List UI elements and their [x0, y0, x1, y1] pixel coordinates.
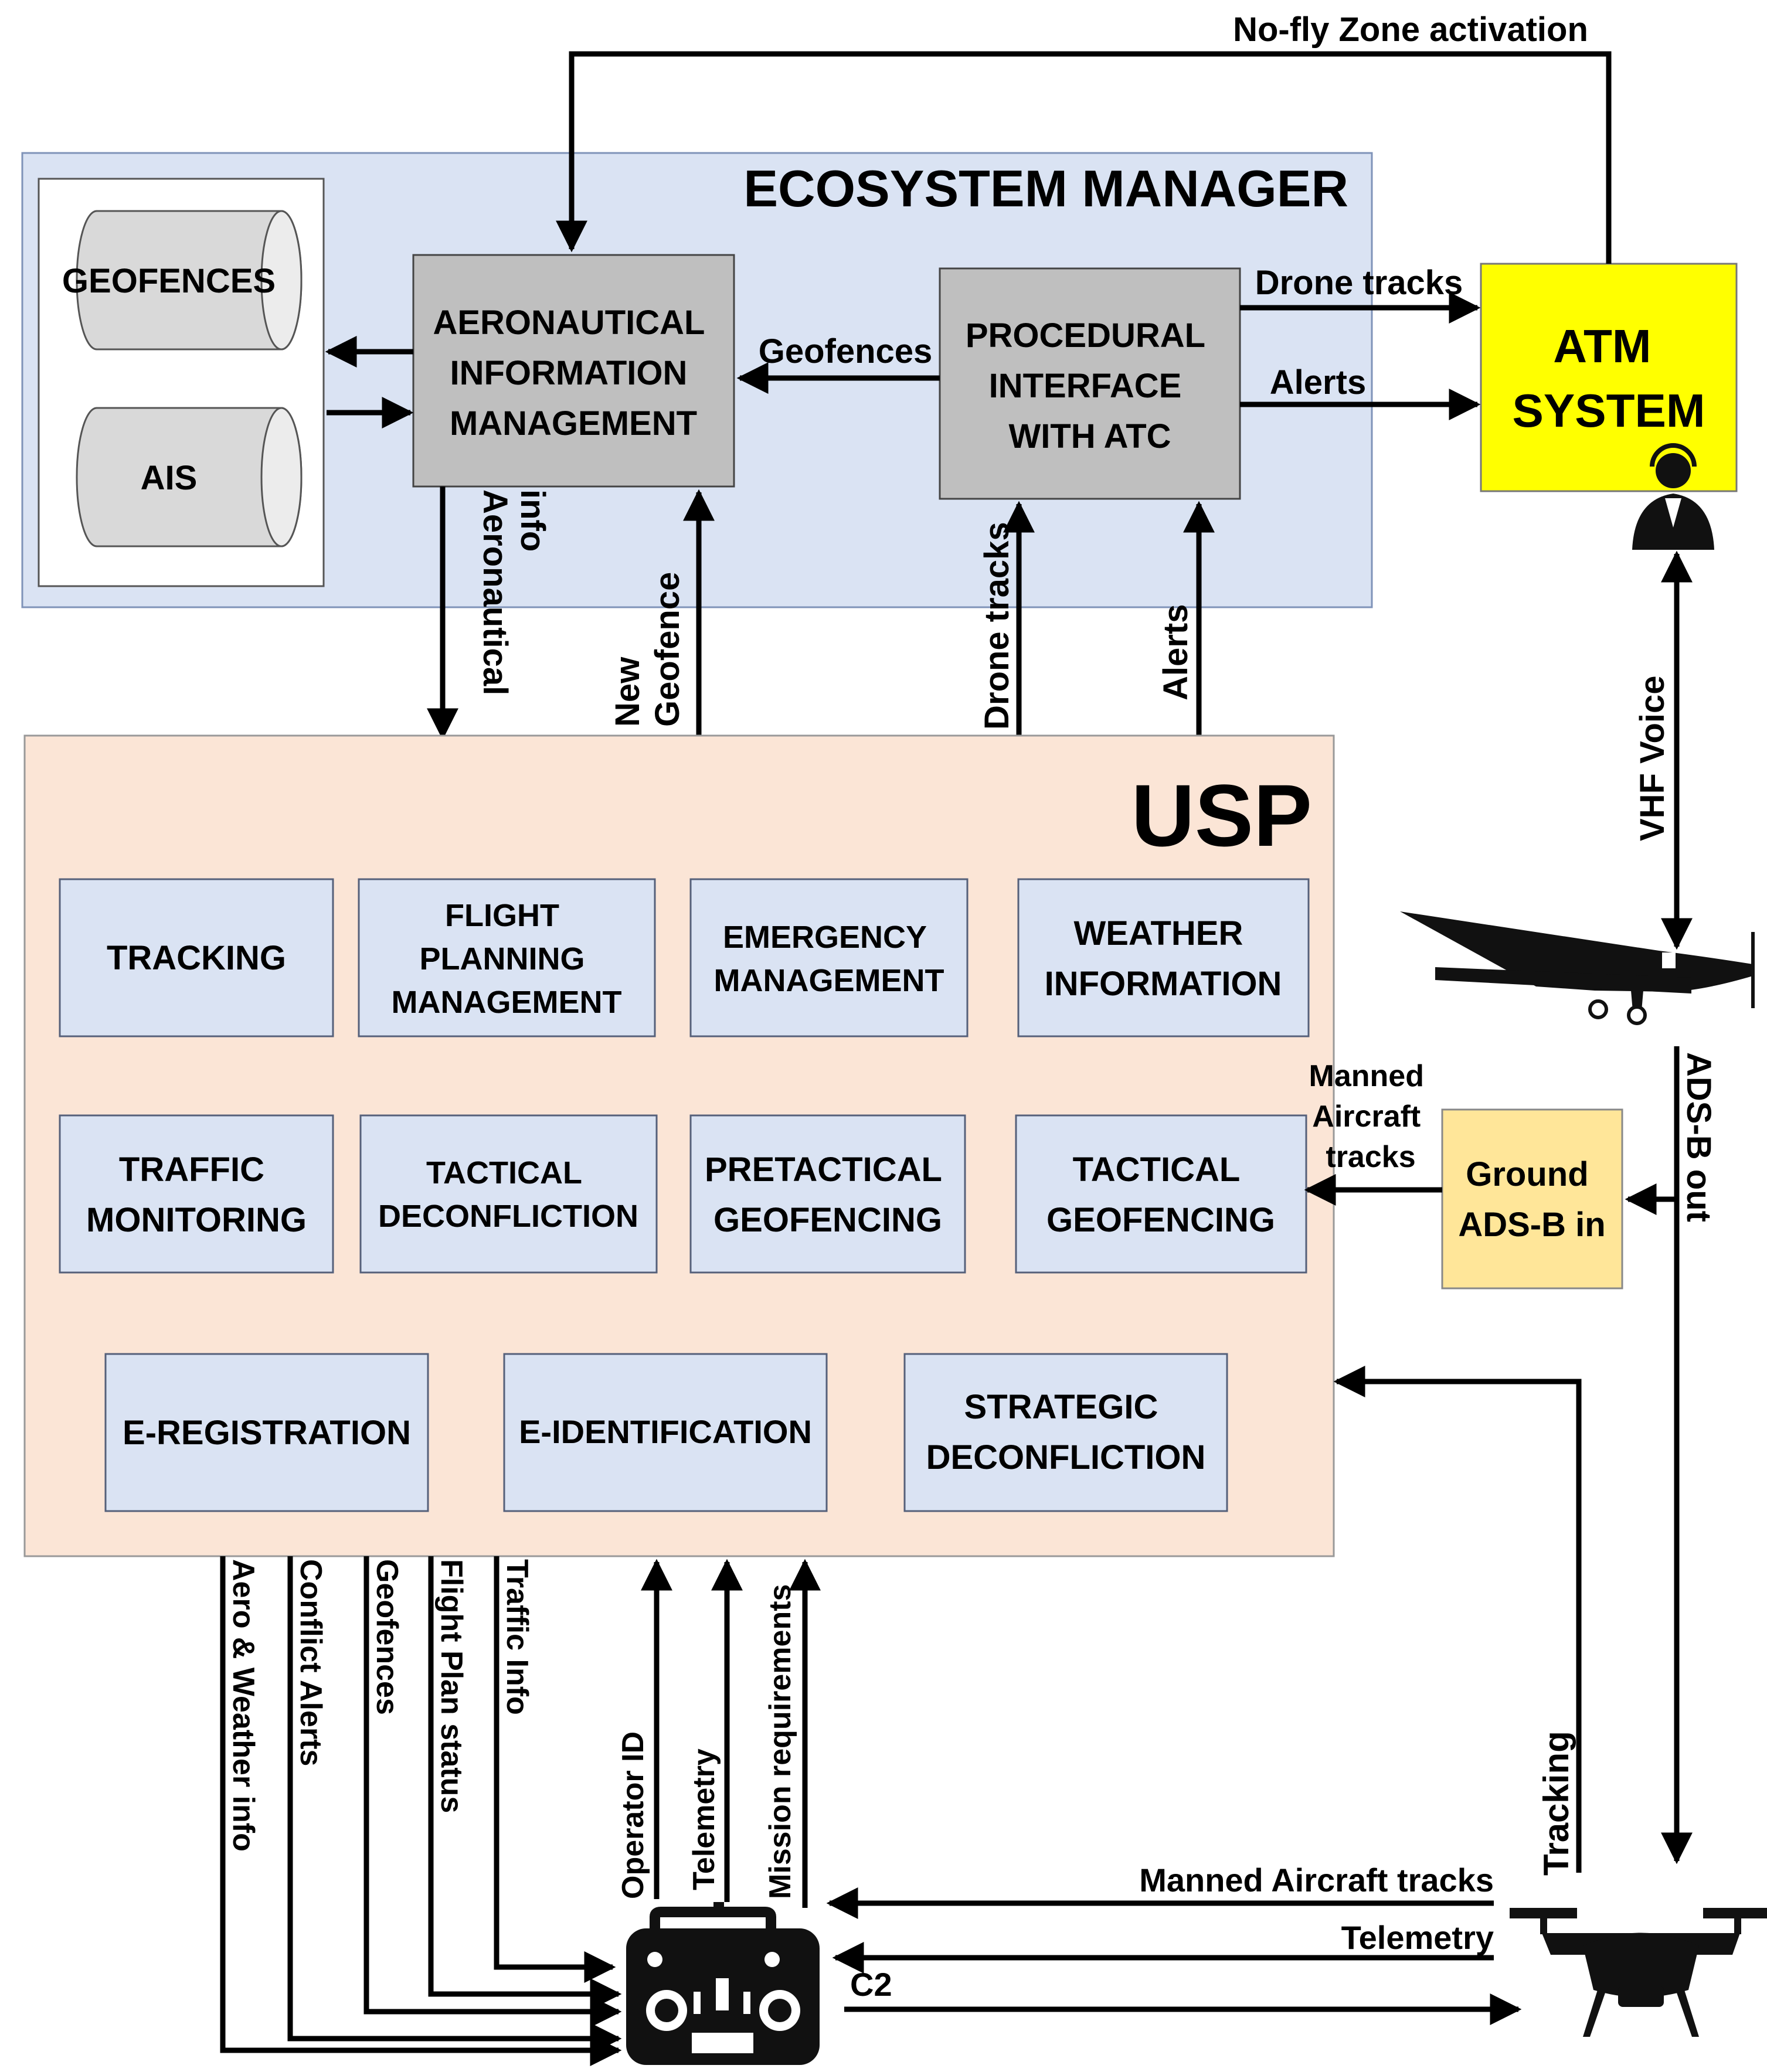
- ground-adsb-box[interactable]: Ground ADS-B in: [1441, 1108, 1623, 1290]
- air-traffic-controller-icon: [1632, 443, 1714, 550]
- atm-box-label: ATM SYSTEM: [1513, 320, 1705, 437]
- aim-box-label: AERONAUTICAL INFORMATION MANAGEMENT: [433, 304, 713, 443]
- vhf-voice-label: VHF Voice: [1633, 675, 1671, 841]
- aeronautical-info-label: Aeronautical info: [476, 489, 552, 705]
- telemetry-drone-label: Telemetry: [1341, 1919, 1494, 1956]
- module-e-registration-label: E-REGISTRATION: [123, 1414, 411, 1452]
- module-emergency-rect: [689, 878, 969, 1037]
- ground-adsb-rect: [1441, 1108, 1623, 1290]
- module-e-registration[interactable]: E-REGISTRATION: [104, 1353, 429, 1512]
- pia-box-rect: [939, 267, 1241, 500]
- module-strategic-deconfliction[interactable]: STRATEGIC DECONFLICTION: [903, 1353, 1228, 1512]
- adsb-out-label: ADS-B out: [1680, 1052, 1718, 1222]
- atm-system-box[interactable]: ATM SYSTEM: [1480, 263, 1738, 492]
- geofences-database-label: GEOFENCES: [62, 262, 276, 300]
- manned-aircraft-icon: [1400, 911, 1755, 1025]
- module-tracking[interactable]: TRACKING: [59, 878, 334, 1037]
- remote-controller-icon: [626, 1902, 820, 2065]
- downlink-flight-plan-status-label: Flight Plan status: [434, 1559, 468, 1813]
- manned-aircraft-tracks-label: Manned Aircraft tracks: [1309, 1059, 1433, 1174]
- ais-database[interactable]: AIS: [76, 407, 303, 547]
- downlink-traffic-info-label: Traffic Info: [500, 1559, 534, 1715]
- module-e-identification-label: E-IDENTIFICATION: [519, 1413, 812, 1450]
- drone-icon: [1510, 1908, 1767, 2037]
- module-emergency-label: EMERGENCY MANAGEMENT: [714, 920, 944, 998]
- alerts-up-label: Alerts: [1157, 604, 1195, 700]
- module-e-identification-rect: [503, 1353, 828, 1512]
- module-flight-planning[interactable]: FLIGHT PLANNING MANAGEMENT: [358, 878, 656, 1037]
- module-e-registration-rect: [104, 1353, 429, 1512]
- drone-tracks-up-label: Drone tracks: [978, 522, 1016, 730]
- no-fly-zone-label: No-fly Zone activation: [1233, 11, 1588, 49]
- module-tactical-deconfliction[interactable]: TACTICAL DECONFLICTION: [359, 1114, 658, 1274]
- module-weather-label: WEATHER INFORMATION: [1045, 914, 1282, 1003]
- geofences-arrow-label: Geofences: [759, 332, 933, 370]
- module-tactical-geofencing[interactable]: TACTICAL GEOFENCING: [1015, 1114, 1307, 1274]
- module-tactical-geofencing-label: TACTICAL GEOFENCING: [1046, 1151, 1275, 1239]
- arrow-traffic-info: [494, 1556, 616, 1983]
- arrow-tracking-to-usp: [1333, 1366, 1582, 1873]
- pia-box-label: PROCEDURAL INTERFACE WITH ATC: [966, 317, 1214, 455]
- module-traffic-monitoring[interactable]: TRAFFIC MONITORING: [59, 1114, 334, 1274]
- module-flight-planning-rect: [358, 878, 656, 1037]
- module-weather-rect: [1017, 878, 1310, 1037]
- module-traffic-monitoring-rect: [59, 1114, 334, 1274]
- geofences-cylinder-end: [260, 210, 303, 351]
- new-geofence-label: New Geofence: [609, 572, 687, 727]
- module-pretactical-geofencing-rect: [689, 1114, 966, 1274]
- arrow-aero-weather-info: [220, 1556, 622, 2066]
- module-pretactical-geofencing-label: PRETACTICAL GEOFENCING: [705, 1151, 951, 1239]
- uplink-telemetry-label: Telemetry: [687, 1748, 721, 1890]
- manned-aircraft-tracks-drone-label: Manned Aircraft tracks: [1139, 1862, 1494, 1899]
- procedural-interface-box[interactable]: PROCEDURAL INTERFACE WITH ATC: [939, 267, 1241, 500]
- uplink-operator-id-label: Operator ID: [616, 1731, 650, 1899]
- geofences-database[interactable]: GEOFENCES: [62, 210, 303, 351]
- module-tracking-label: TRACKING: [107, 939, 286, 977]
- aim-box-rect: [412, 254, 735, 488]
- arrow-no-fly-zone: [556, 51, 1612, 264]
- atm-box-rect: [1480, 263, 1738, 492]
- drone-tracks-to-atm-label: Drone tracks: [1255, 264, 1463, 302]
- tracking-label: Tracking: [1537, 1731, 1576, 1876]
- downlink-aero-weather-label: Aero & Weather info: [226, 1559, 260, 1852]
- usp-title: USP: [1131, 766, 1312, 865]
- module-weather-information[interactable]: WEATHER INFORMATION: [1017, 878, 1310, 1037]
- ground-adsb-label: Ground ADS-B in: [1458, 1155, 1605, 1244]
- module-tracking-rect: [59, 878, 334, 1037]
- arrow-flight-plan-status: [428, 1556, 622, 2010]
- ecosystem-manager-title: ECOSYSTEM MANAGER: [743, 159, 1348, 217]
- module-strategic-deconfliction-rect: [903, 1353, 1228, 1512]
- module-tactical-geofencing-rect: [1015, 1114, 1307, 1274]
- downlink-geofences-label: Geofences: [370, 1559, 404, 1715]
- module-tactical-deconfliction-label: TACTICAL DECONFLICTION: [378, 1155, 638, 1234]
- downlink-conflict-alerts-label: Conflict Alerts: [294, 1559, 328, 1766]
- arrow-conflict-alerts: [287, 1556, 622, 2054]
- module-strategic-deconfliction-label: STRATEGIC DECONFLICTION: [926, 1388, 1206, 1476]
- c2-label: C2: [850, 1966, 892, 2003]
- module-tactical-deconfliction-rect: [359, 1114, 658, 1274]
- module-pretactical-geofencing[interactable]: PRETACTICAL GEOFENCING: [689, 1114, 966, 1274]
- module-emergency-management[interactable]: EMERGENCY MANAGEMENT: [689, 878, 969, 1037]
- uplink-mission-requirements-label: Mission requirements: [763, 1584, 797, 1899]
- ais-cylinder-end: [260, 407, 303, 547]
- alerts-to-atm-label: Alerts: [1270, 363, 1366, 402]
- ais-database-label: AIS: [141, 459, 198, 497]
- module-traffic-monitoring-label: TRAFFIC MONITORING: [86, 1151, 307, 1239]
- module-flight-planning-label: FLIGHT PLANNING MANAGEMENT: [392, 898, 622, 1020]
- aeronautical-information-management-box[interactable]: AERONAUTICAL INFORMATION MANAGEMENT: [412, 254, 735, 488]
- arrow-geofences-down: [363, 1556, 622, 2027]
- module-e-identification[interactable]: E-IDENTIFICATION: [503, 1353, 828, 1512]
